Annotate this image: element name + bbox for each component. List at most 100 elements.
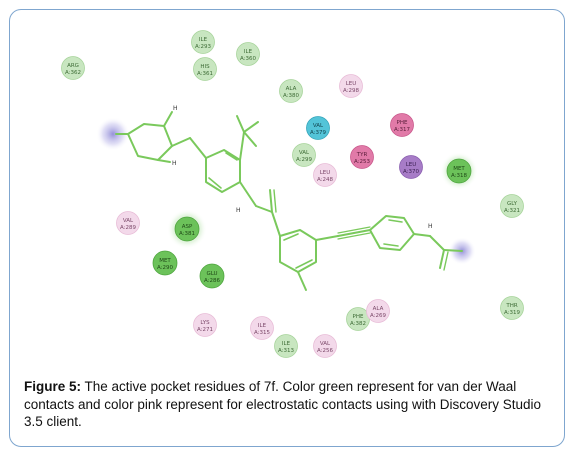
residue-name: VAL bbox=[123, 218, 134, 224]
residue-number: A:286 bbox=[204, 278, 221, 284]
residue-number: A:318 bbox=[451, 173, 468, 179]
residue-name: ALA bbox=[373, 306, 384, 312]
residue-name: VAL bbox=[299, 150, 310, 156]
residue-name: VAL bbox=[313, 123, 324, 129]
residue-number: A:290 bbox=[157, 265, 174, 271]
residue-number: A:289 bbox=[120, 225, 137, 231]
residue-node bbox=[306, 116, 330, 140]
residue-node bbox=[366, 299, 390, 323]
residue-number: A:379 bbox=[310, 130, 327, 136]
residue-name: GLY bbox=[507, 201, 518, 207]
residue-number: A:317 bbox=[394, 127, 411, 133]
residue-number: A:362 bbox=[65, 70, 81, 76]
residue-number: A:382 bbox=[350, 321, 366, 327]
residue-number: A:253 bbox=[354, 159, 371, 165]
residue-name: ILE bbox=[282, 341, 291, 347]
residue-node bbox=[399, 155, 423, 179]
residue-number: A:319 bbox=[504, 310, 521, 316]
residue-name: VAL bbox=[320, 341, 331, 347]
residue-node bbox=[61, 56, 85, 80]
interaction-diagram: H H H H ILEA:293ILEA:360HISA:361ARGA:362… bbox=[61, 30, 524, 358]
residue-node bbox=[174, 216, 200, 242]
residue-name: ALA bbox=[286, 86, 297, 92]
residue-node bbox=[350, 145, 374, 169]
ligand-halo-left bbox=[96, 117, 130, 151]
caption-label: Figure 5: bbox=[24, 379, 82, 394]
residue-number: A:370 bbox=[403, 169, 420, 175]
residue-number: A:315 bbox=[254, 330, 271, 336]
residue-node bbox=[274, 334, 298, 358]
residue-name: LEU bbox=[320, 170, 331, 176]
residue-name: THR bbox=[505, 303, 517, 309]
residue-node bbox=[279, 79, 303, 103]
residue-name: LEU bbox=[346, 81, 357, 87]
residue-layer: ILEA:293ILEA:360HISA:361ARGA:362ALAA:380… bbox=[61, 30, 524, 358]
residue-node bbox=[152, 250, 178, 276]
h-atom-4: H bbox=[428, 223, 433, 230]
residue-node bbox=[500, 194, 524, 218]
residue-name: LEU bbox=[406, 162, 417, 168]
residue-name: HIS bbox=[200, 64, 210, 70]
residue-number: A:271 bbox=[197, 327, 213, 333]
residue-number: A:293 bbox=[195, 44, 212, 50]
residue-name: ARG bbox=[67, 63, 79, 69]
residue-node bbox=[250, 316, 274, 340]
residue-node bbox=[193, 313, 217, 337]
ligand-7f bbox=[115, 111, 463, 291]
residue-name: ILE bbox=[258, 323, 267, 329]
residue-node bbox=[116, 211, 140, 235]
residue-name: GLU bbox=[206, 271, 217, 277]
residue-node bbox=[313, 163, 337, 187]
residue-node bbox=[313, 334, 337, 358]
residue-number: A:299 bbox=[296, 157, 313, 163]
residue-name: ILE bbox=[244, 49, 253, 55]
residue-node bbox=[236, 42, 260, 66]
residue-number: A:380 bbox=[283, 93, 300, 99]
residue-name: MET bbox=[159, 258, 171, 264]
residue-node bbox=[199, 263, 225, 289]
h-atom-2: H bbox=[172, 160, 177, 167]
residue-number: A:248 bbox=[317, 177, 334, 183]
caption-text: The active pocket residues of 7f. Color … bbox=[24, 379, 541, 429]
residue-number: A:360 bbox=[240, 56, 257, 62]
residue-name: ASP bbox=[182, 224, 193, 230]
residue-number: A:313 bbox=[278, 348, 295, 354]
residue-name: ILE bbox=[199, 37, 208, 43]
residue-node bbox=[500, 296, 524, 320]
residue-number: A:381 bbox=[179, 231, 195, 237]
residue-node bbox=[339, 74, 363, 98]
residue-name: PHE bbox=[353, 314, 364, 320]
ligand-hydrogens: H H H H bbox=[172, 105, 433, 230]
figure-caption: Figure 5: The active pocket residues of … bbox=[24, 378, 554, 431]
residue-name: LYS bbox=[200, 320, 210, 326]
residue-number: A:269 bbox=[370, 313, 387, 319]
h-atom-1: H bbox=[173, 105, 178, 112]
residue-node bbox=[446, 158, 472, 184]
residue-name: TYR bbox=[356, 152, 368, 158]
residue-name: PHE bbox=[397, 120, 408, 126]
residue-node bbox=[390, 113, 414, 137]
